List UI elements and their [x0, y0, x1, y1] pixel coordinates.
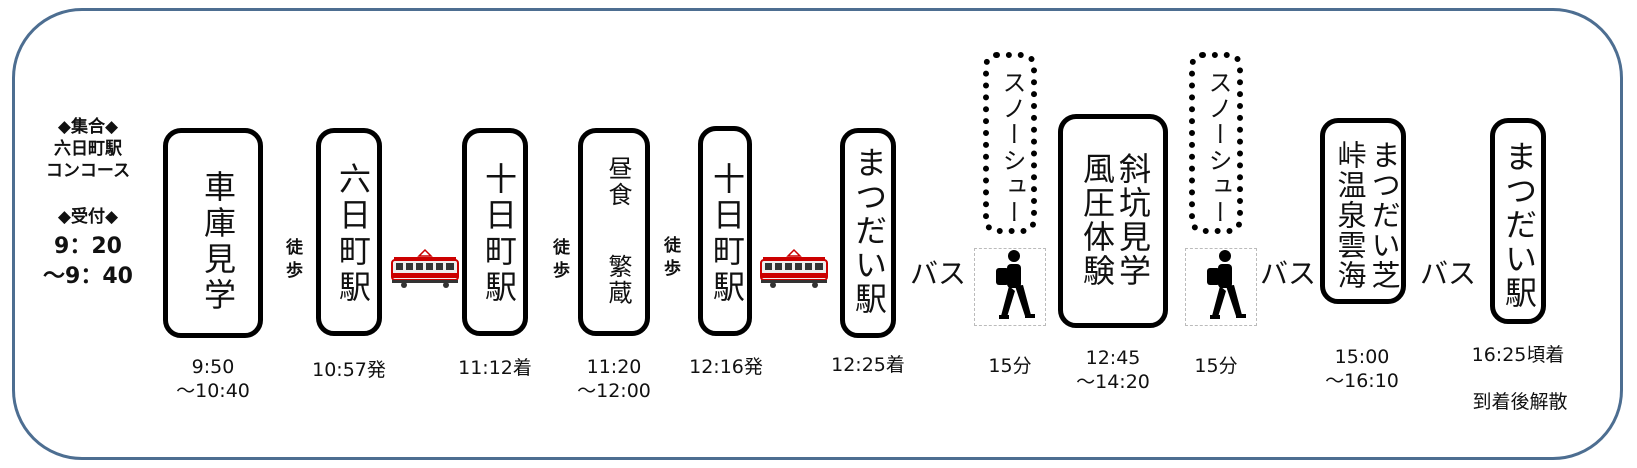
reception-title: ◆受付◆ [57, 207, 119, 227]
stop-shibatoge-onsen [1320, 118, 1406, 304]
stop-muikamachi-station-time1: 10:57発 [312, 359, 386, 381]
stop-shaft-tour [1058, 114, 1168, 328]
snowshoe-2-label: スノーシュー [1204, 70, 1232, 226]
stop-matsudai-station-arrival-time1: 12:25着 [831, 354, 905, 376]
reception-time-end: ～9：40 [43, 264, 133, 289]
stop-tokamachi-station-departure-time1: 12:16発 [689, 356, 763, 378]
stop-tokamachi-station-departure [698, 126, 752, 336]
stop-muikamachi-station-label: 六日町駅 [334, 162, 372, 306]
stop-lunch-shigezo [578, 128, 650, 336]
transfer-bus-1: バス [910, 257, 967, 290]
stop-matsudai-station-final-time1: 16:25頃着 [1471, 344, 1565, 366]
stop-garage-tour-time1: 9:50 [191, 356, 235, 378]
stop-shaft-tour-time1: 12:45 [1085, 347, 1141, 369]
transfer-walk-3: 徒歩 [660, 236, 680, 282]
stop-matsudai-station-arrival-label: まつだい駅 [850, 146, 888, 316]
stop-tokamachi-station-departure-label: 十日町駅 [708, 162, 746, 306]
hiker-icon [1207, 250, 1246, 319]
stop-tokamachi-station-arrival-time1: 11:12着 [458, 357, 532, 379]
stop-shaft-tour-label: 斜坑見学 [1114, 152, 1152, 288]
stop-shibatoge-onsen-label-col2: 峠温泉雲海 [1333, 140, 1367, 290]
stop-matsudai-station-final-label: まつだい駅 [1500, 140, 1538, 310]
stop-garage-tour-label: 車庫見学 [199, 170, 237, 314]
transfer-bus-2: バス [1260, 257, 1317, 290]
hiker-placeholder-2 [1185, 248, 1257, 326]
snowshoe-2 [1189, 52, 1243, 234]
assembly-title: ◆集合◆ [57, 117, 119, 137]
stop-garage-tour-time2: ～10:40 [176, 380, 250, 402]
assembly-place-line1: 六日町駅 [54, 139, 122, 159]
transfer-bus-3: バス [1420, 257, 1477, 290]
stop-tokamachi-station-arrival [462, 128, 528, 336]
hiker-icon [996, 250, 1035, 319]
itinerary-frame [12, 8, 1623, 460]
stop-shaft-tour-time2: ～14:20 [1076, 371, 1150, 393]
assembly-info: ◆集合◆ 六日町駅 コンコース ◆受付◆ 9：20 ～9：40 [38, 116, 138, 292]
stop-matsudai-station-final [1490, 118, 1546, 324]
transfer-walk-1: 徒歩 [282, 238, 302, 284]
stop-shibatoge-onsen-time2: ～16:10 [1325, 370, 1399, 392]
assembly-place-line2: コンコース [45, 161, 131, 181]
stop-lunch-shigezo-time2: ～12:00 [577, 380, 651, 402]
stop-garage-tour [163, 128, 263, 338]
hiker-placeholder-1 [974, 248, 1046, 326]
snowshoe-1-duration: 15分 [988, 355, 1032, 377]
train-icon [760, 248, 828, 288]
stop-muikamachi-station [316, 128, 382, 336]
snowshoe-2-duration: 15分 [1194, 355, 1238, 377]
stop-wind-experience-label: 風圧体験 [1078, 152, 1116, 288]
transfer-walk-2: 徒歩 [549, 238, 569, 284]
stop-shibatoge-onsen-label-col1: まつだい芝 [1367, 140, 1401, 290]
stop-matsudai-station-arrival [840, 128, 896, 338]
snowshoe-1 [983, 52, 1037, 234]
train-icon [391, 248, 459, 288]
dismissal-note: 到着後解散 [1472, 391, 1568, 413]
stop-lunch-label: 昼食 [604, 156, 632, 208]
stop-shibatoge-onsen-time1: 15:00 [1334, 346, 1390, 368]
snowshoe-1-label: スノーシュー [998, 70, 1026, 226]
reception-time-start: 9：20 [54, 234, 122, 259]
stop-tokamachi-station-arrival-label: 十日町駅 [480, 162, 518, 306]
stop-shigezo-label: 繁蔵 [604, 254, 632, 306]
stop-lunch-shigezo-time1: 11:20 [586, 356, 642, 378]
